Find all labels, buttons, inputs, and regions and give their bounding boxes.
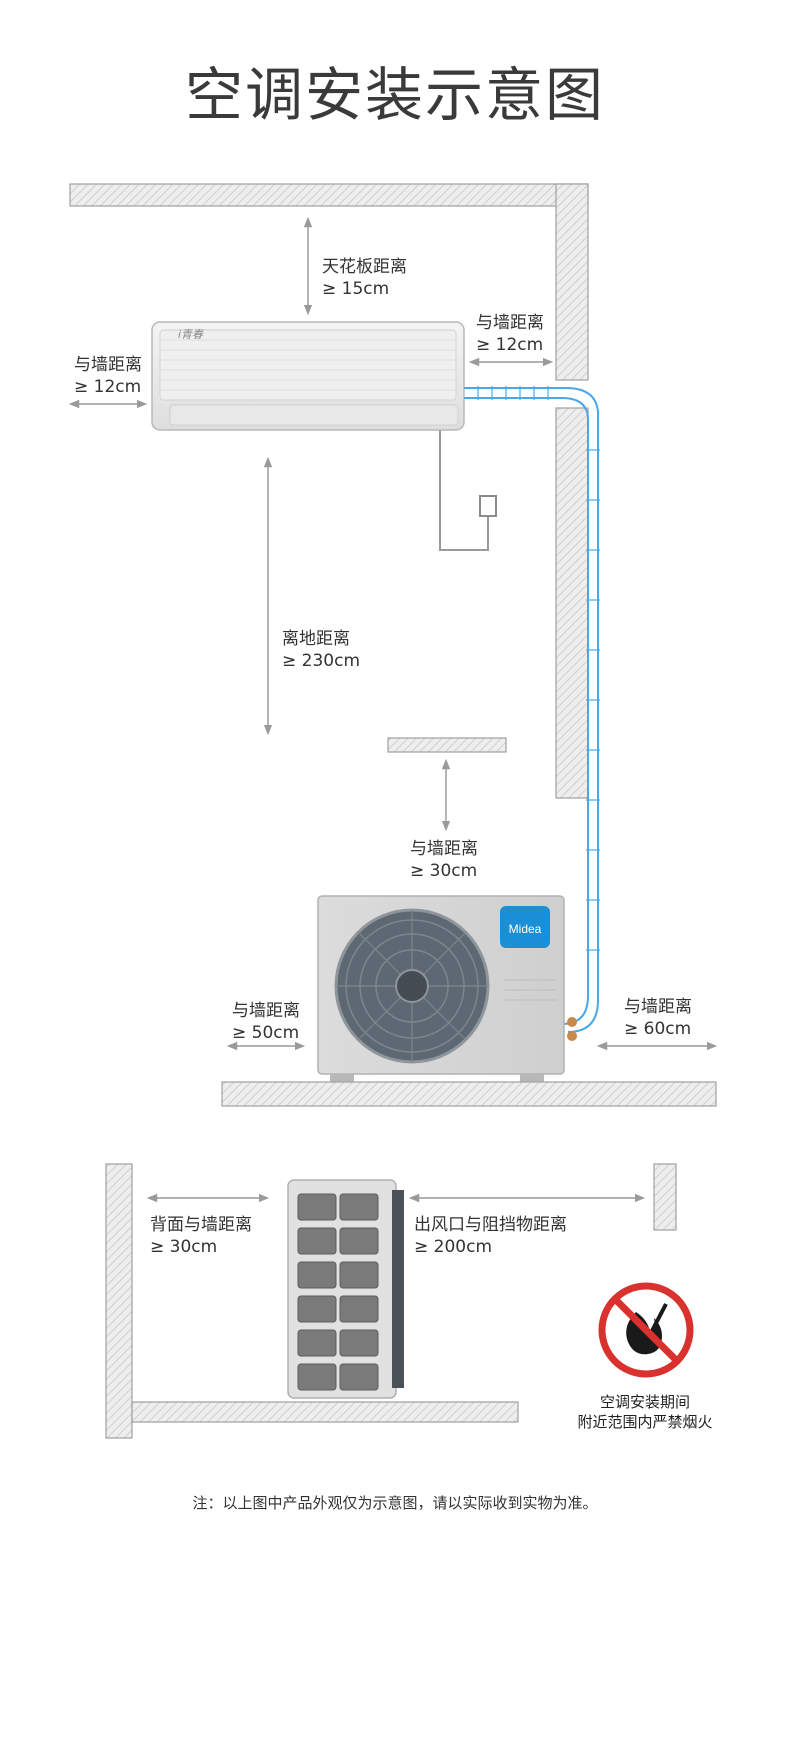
- far-obstacle: [653, 1163, 677, 1231]
- power-socket: [479, 495, 497, 517]
- right-wall-lower: [555, 407, 589, 799]
- floor-label-name: 离地距离: [282, 629, 350, 649]
- indoor-left-label-name: 与墙距离: [74, 355, 142, 375]
- outdoor-right-label: 与墙距离 ≥ 60cm: [624, 996, 692, 1040]
- outdoor-top-label-name: 与墙距离: [410, 839, 478, 859]
- indoor-right-label-name: 与墙距离: [476, 313, 544, 333]
- indoor-right-label: 与墙距离 ≥ 12cm: [476, 312, 544, 356]
- outlet-distance-label: 出风口与阻挡物距离 ≥ 200cm: [414, 1214, 567, 1258]
- power-cable: [439, 430, 489, 551]
- outlet-label-name: 出风口与阻挡物距离: [414, 1215, 567, 1235]
- svg-text:i青春: i青春: [178, 328, 204, 341]
- outdoor-unit: Midea: [317, 895, 577, 1082]
- rear-label-name: 背面与墙距离: [150, 1215, 252, 1235]
- warning-line-1: 空调安装期间: [599, 1393, 690, 1411]
- page-title: 空调安装示意图: [184, 61, 605, 129]
- rear-label-value: ≥ 30cm: [150, 1237, 218, 1257]
- outdoor-left-label: 与墙距离 ≥ 50cm: [232, 1000, 300, 1044]
- ceiling-label-name: 天花板距离: [322, 257, 407, 277]
- rear-wall: [105, 1163, 133, 1439]
- floor-distance-label: 离地距离 ≥ 230cm: [282, 628, 360, 672]
- warning-line-2: 附近范围内严禁烟火: [577, 1413, 713, 1431]
- outdoor-unit-side: [287, 1179, 404, 1399]
- indoor-unit: i青春: [151, 321, 465, 431]
- outdoor-top-label-value: ≥ 30cm: [410, 861, 478, 881]
- disclaimer-note: 注：以上图中产品外观仅为示意图，请以实际收到实物为准。: [192, 1494, 598, 1512]
- ceiling-distance-label: 天花板距离 ≥ 15cm: [322, 256, 407, 300]
- indoor-left-label-value: ≥ 12cm: [74, 377, 142, 397]
- brand-logo-text: Midea: [509, 922, 542, 936]
- rear-distance-label: 背面与墙距离 ≥ 30cm: [150, 1214, 252, 1258]
- indoor-left-label: 与墙距离 ≥ 12cm: [74, 354, 142, 398]
- outdoor-top-label: 与墙距离 ≥ 30cm: [410, 838, 478, 882]
- outdoor-left-label-name: 与墙距离: [232, 1001, 300, 1021]
- ground-platform: [221, 1081, 717, 1107]
- indoor-right-label-value: ≥ 12cm: [476, 335, 544, 355]
- outdoor-right-label-value: ≥ 60cm: [624, 1019, 692, 1039]
- no-fire-icon: [598, 1282, 694, 1378]
- floor-label-value: ≥ 230cm: [282, 651, 361, 671]
- ceiling-label-value: ≥ 15cm: [322, 279, 390, 299]
- floor-slab: [131, 1401, 519, 1423]
- no-fire-warning: 空调安装期间 附近范围内严禁烟火: [560, 1392, 730, 1432]
- outdoor-left-label-value: ≥ 50cm: [232, 1023, 300, 1043]
- upper-obstacle: [387, 737, 507, 753]
- outlet-label-value: ≥ 200cm: [414, 1237, 493, 1257]
- ceiling-wall: [69, 183, 589, 207]
- outdoor-right-label-name: 与墙距离: [624, 997, 692, 1017]
- right-wall: [555, 183, 589, 381]
